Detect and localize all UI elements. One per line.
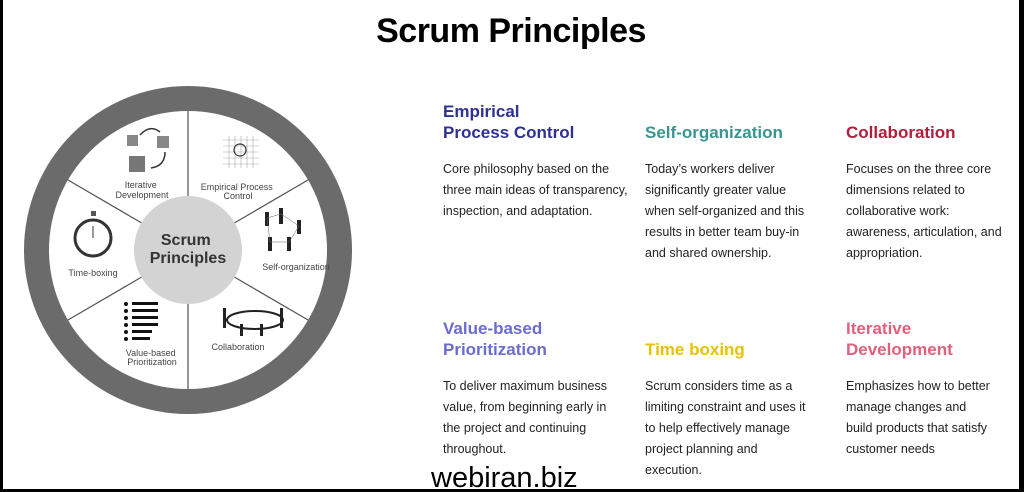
segment-collaboration: Collaboration [211, 342, 264, 352]
segment-self-organization: Self-organization [262, 262, 330, 272]
svg-text:Iterative Development: Iterative Development [115, 180, 169, 200]
card-heading: Iterative Development [846, 319, 953, 359]
stopwatch-icon [73, 211, 113, 258]
grid-globe-icon [223, 136, 259, 168]
card-text: Core philosophy based on the three main … [443, 162, 628, 218]
card-time-boxing: Time boxing Scrum considers time as a li… [645, 318, 815, 481]
segment-time-boxing: Time-boxing [68, 268, 117, 278]
card-text: Focuses on the three core dimensions rel… [846, 162, 1002, 260]
card-collaboration: Collaboration Focuses on the three core … [846, 101, 1008, 264]
card-heading: Empirical Process Control [443, 102, 575, 142]
card-heading: Collaboration [846, 123, 956, 142]
svg-text:Value-based Prioritizati: Value-based Prioritization [126, 348, 178, 367]
footer-watermark: webiran.biz [431, 462, 578, 489]
iterative-cycle-icon [127, 127, 169, 172]
svg-text:Empirical Process Contro: Empirical Process Control [201, 182, 276, 201]
card-heading: Time boxing [645, 340, 745, 359]
people-circle-icon [223, 308, 284, 336]
card-text: To deliver maximum business value, from … [443, 379, 607, 456]
card-heading: Value-based Prioritization [443, 319, 547, 359]
priority-list-icon [124, 302, 158, 341]
card-iterative-development: Iterative Development Emphasizes how to … [846, 318, 996, 460]
card-empirical-process-control: Empirical Process Control Core philosoph… [443, 101, 633, 222]
slide: Scrum Principles Scrum Principles Iterat… [3, 0, 1019, 489]
card-heading: Self-organization [645, 123, 783, 142]
card-self-organization: Self-organization Today’s workers delive… [645, 101, 815, 264]
wheel-center-label: Scrum Principles [150, 232, 227, 267]
card-text: Today’s workers deliver significantly gr… [645, 162, 805, 260]
card-text: Emphasizes how to better manage changes … [846, 379, 990, 456]
people-network-icon [265, 208, 301, 251]
page-title: Scrum Principles [376, 12, 646, 50]
card-text: Scrum considers time as a limiting const… [645, 379, 806, 477]
card-value-based-prioritization: Value-based Prioritization To deliver ma… [443, 318, 613, 460]
scrum-principles-wheel: Scrum Principles Iterative Development E… [24, 86, 352, 414]
